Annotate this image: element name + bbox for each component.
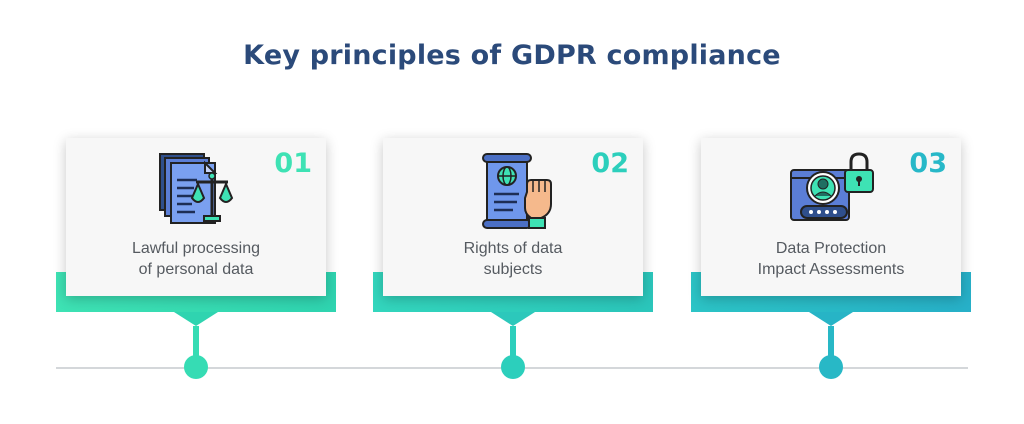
step-1-pointer (174, 312, 218, 326)
step-2-stem (510, 326, 516, 360)
step-2-number: 02 (591, 148, 629, 179)
step-2-pointer (491, 312, 535, 326)
rights-scroll-fist-icon (482, 153, 552, 229)
step-3-card: 03 Data Protection Impact Assessments (701, 138, 961, 296)
step-2-label: Rights of data subjects (383, 238, 643, 280)
step-1-timeline-dot (184, 355, 208, 379)
step-1-card: 01 Lawful processing of personal data (66, 138, 326, 296)
step-3-pointer (809, 312, 853, 326)
step-1: 01 Lawful processing of personal data (56, 138, 336, 388)
step-2-timeline-dot (501, 355, 525, 379)
legal-documents-scales-icon (159, 153, 234, 224)
step-3: 03 Data Protection Impact Assessments (691, 138, 971, 388)
step-1-label-line-2: of personal data (138, 261, 254, 278)
step-2: 02 Rights of data subjects (373, 138, 653, 388)
step-3-label-line-1: Data Protection (775, 240, 887, 257)
step-3-label: Data Protection Impact Assessments (701, 238, 961, 280)
step-3-stem (828, 326, 834, 360)
user-lock-password-icon (790, 152, 874, 221)
step-1-stem (193, 326, 199, 360)
page-title: Key principles of GDPR compliance (243, 40, 781, 71)
step-2-card: 02 Rights of data subjects (383, 138, 643, 296)
step-1-label-line-1: Lawful processing (131, 240, 261, 257)
step-2-label-line-1: Rights of data (463, 240, 563, 257)
step-1-label: Lawful processing of personal data (66, 238, 326, 280)
step-3-label-line-2: Impact Assessments (757, 261, 905, 278)
step-1-number: 01 (274, 148, 312, 179)
step-3-timeline-dot (819, 355, 843, 379)
step-3-number: 03 (909, 148, 947, 179)
step-2-label-line-2: subjects (483, 261, 543, 278)
